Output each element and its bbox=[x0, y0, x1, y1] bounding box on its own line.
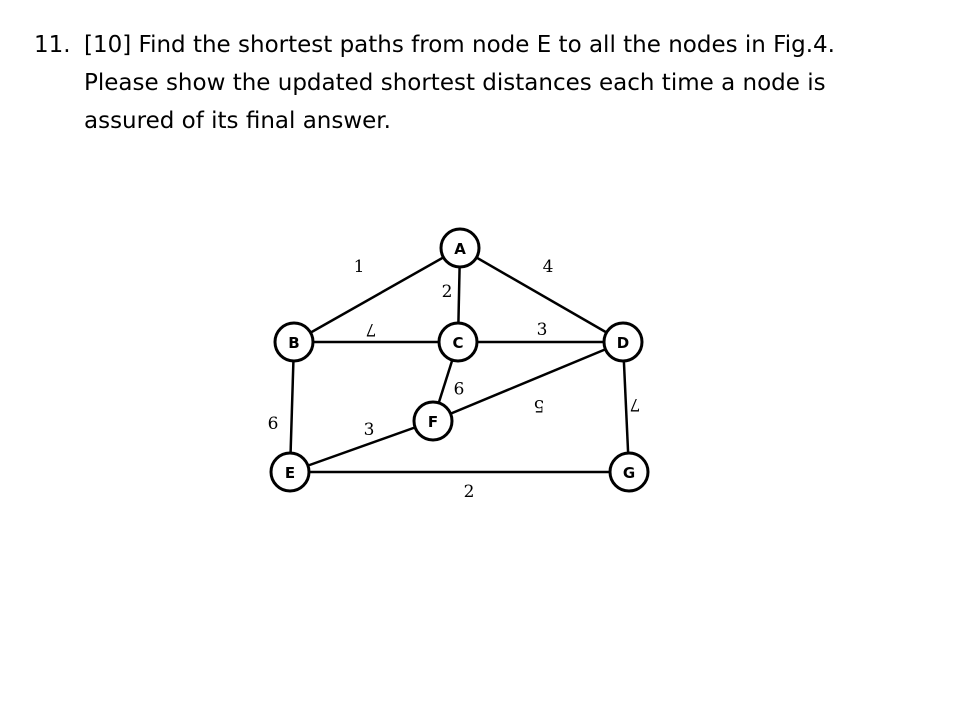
node-circle-d bbox=[602, 321, 644, 363]
node-g: G bbox=[608, 451, 650, 493]
question-body: [10] Find the shortest paths from node E… bbox=[84, 26, 934, 140]
edge-weight-c-f: 9 bbox=[454, 377, 465, 397]
edge-weight-d-g: 7 bbox=[630, 394, 641, 414]
question-line-2: Please show the updated shortest distanc… bbox=[84, 70, 826, 96]
node-label-e: E bbox=[285, 464, 295, 482]
node-circle-c bbox=[437, 321, 479, 363]
edge-b-e bbox=[288, 341, 296, 473]
node-label-d: D bbox=[617, 334, 629, 352]
edge-weight-b-c: 7 bbox=[366, 319, 377, 339]
node-circle-f bbox=[412, 400, 454, 442]
edge-weight-e-f: 3 bbox=[364, 420, 375, 440]
edge-a-d bbox=[459, 246, 624, 344]
edge-weight-b-e: 6 bbox=[268, 414, 279, 434]
edge-e-f bbox=[289, 419, 434, 474]
node-label-c: C bbox=[452, 334, 463, 352]
question-text: 11. [10] Find the shortest paths from no… bbox=[34, 26, 934, 140]
edge-weight-e-g: 2 bbox=[464, 482, 475, 502]
node-circle-e bbox=[269, 451, 311, 493]
node-f: F bbox=[412, 400, 454, 442]
node-circle-b bbox=[273, 321, 315, 363]
node-label-f: F bbox=[428, 413, 438, 431]
edges-layer bbox=[288, 246, 631, 474]
question-number: 11. bbox=[34, 32, 71, 58]
edge-weight-a-c: 2 bbox=[442, 282, 453, 302]
edge-d-g bbox=[621, 341, 631, 473]
node-b: B bbox=[273, 321, 315, 363]
edge-weight-c-d: 3 bbox=[537, 320, 548, 340]
question-line-3: assured of its final answer. bbox=[84, 108, 391, 134]
question-line-1: [10] Find the shortest paths from node E… bbox=[84, 32, 835, 58]
edge-f-d bbox=[432, 340, 624, 423]
nodes-layer: A B C D F E G bbox=[269, 227, 650, 493]
edge-a-b bbox=[293, 246, 461, 344]
weights-layer: 1 4 2 7 3 9 5 6 3 7 2 bbox=[268, 257, 641, 502]
node-circle-g bbox=[608, 451, 650, 493]
node-label-b: B bbox=[288, 334, 299, 352]
edge-weight-a-d: 4 bbox=[543, 257, 554, 277]
edge-weight-a-b: 1 bbox=[354, 257, 365, 277]
node-label-a: A bbox=[454, 240, 466, 258]
node-a: A bbox=[439, 227, 481, 269]
node-label-g: G bbox=[623, 464, 635, 482]
node-d: D bbox=[602, 321, 644, 363]
node-e: E bbox=[269, 451, 311, 493]
question-row: 11. [10] Find the shortest paths from no… bbox=[34, 26, 934, 140]
edge-weight-f-d: 5 bbox=[534, 395, 545, 415]
node-c: C bbox=[437, 321, 479, 363]
node-circle-a bbox=[439, 227, 481, 269]
